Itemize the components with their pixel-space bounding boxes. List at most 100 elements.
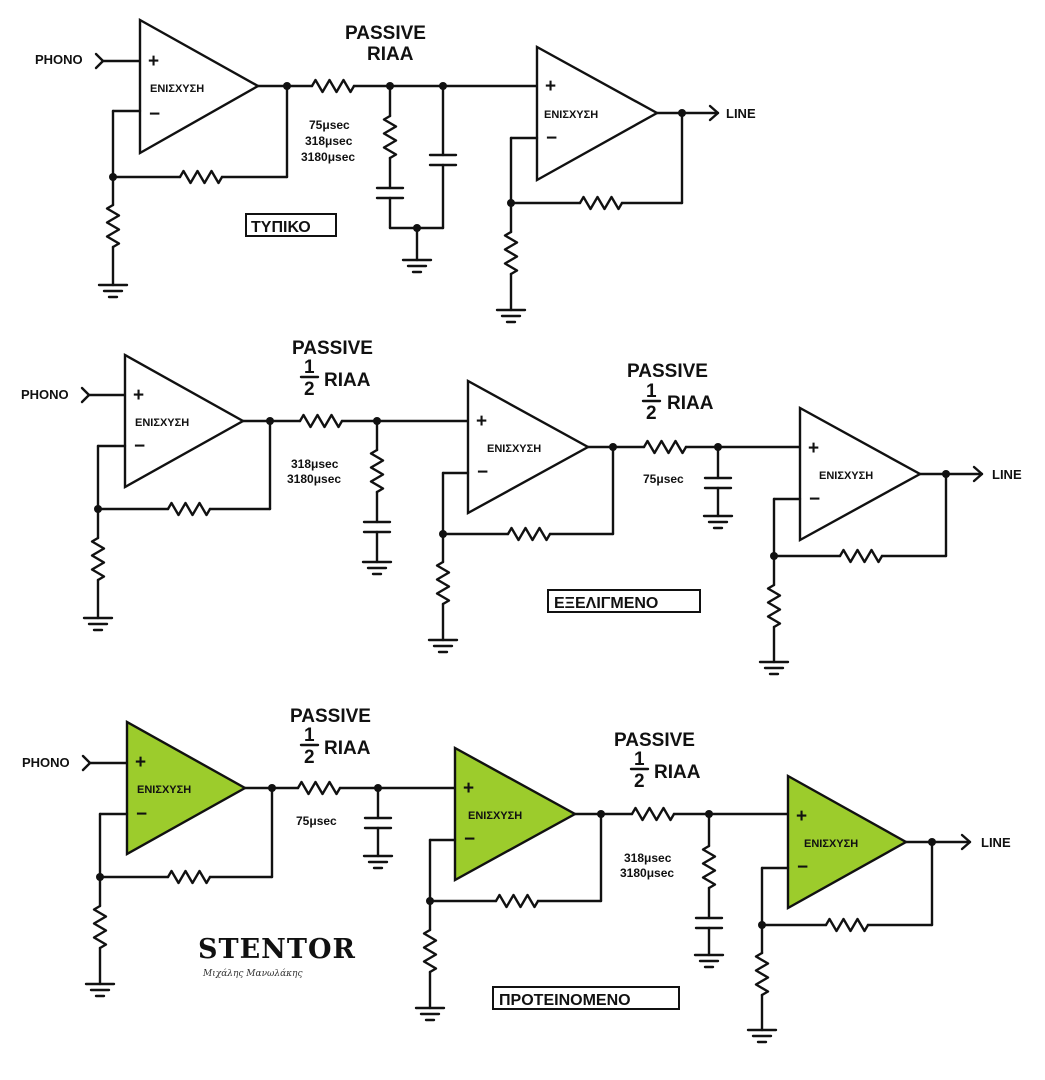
- section-title-proposed: ΠΡΟΤΕΙΝΟΜΕΝΟ: [499, 992, 631, 1009]
- plus-sign: +: [135, 752, 146, 773]
- fraction-numerator: 1: [304, 357, 315, 378]
- gain-resistor: [766, 583, 782, 629]
- amplifier-1: [125, 719, 248, 857]
- section-title-evolved: ΕΞΕΛΙΓΜΕΝΟ: [554, 595, 658, 612]
- gain-resistor: [92, 904, 108, 950]
- amp-label: ΕΝΙΣΧΥΣΗ: [137, 784, 191, 796]
- fraction-numerator: 1: [304, 725, 315, 746]
- junction-dot: [758, 921, 766, 929]
- phono-label: PHONO: [35, 52, 83, 67]
- amplifier-3: [786, 773, 909, 911]
- feedback-resistor: [578, 195, 624, 211]
- riaa-capacitor: [362, 520, 392, 534]
- minus-sign: −: [809, 489, 820, 510]
- feedback-resistor: [166, 501, 212, 517]
- ground-symbol: [495, 308, 527, 324]
- feedback-resistor: [506, 526, 552, 542]
- ground-symbol: [82, 616, 114, 632]
- time-constant-label: 75μsec: [296, 814, 337, 828]
- junction-dot: [439, 530, 447, 538]
- riaa-capacitor: [363, 816, 393, 830]
- riaa-capacitor: [375, 186, 405, 200]
- minus-sign: −: [136, 804, 147, 825]
- riaa-capacitor: [428, 153, 458, 167]
- amp-label: ΕΝΙΣΧΥΣΗ: [819, 470, 873, 482]
- junction-dot: [373, 417, 381, 425]
- junction-dot: [928, 838, 936, 846]
- gain-resistor: [422, 928, 438, 974]
- minus-sign: −: [464, 829, 475, 850]
- time-constant-label: 75μsec: [643, 472, 684, 486]
- riaa-label: RIAA: [654, 762, 701, 783]
- passive-label: PASSIVE: [290, 706, 371, 727]
- ground-symbol: [84, 982, 116, 998]
- fraction-denominator: 2: [646, 403, 657, 424]
- section-title-typical: ΤΥΠΙΚΟ: [251, 219, 311, 236]
- junction-dot: [507, 199, 515, 207]
- junction-dot: [426, 897, 434, 905]
- junction-dot: [942, 470, 950, 478]
- feedback-resistor: [178, 169, 224, 185]
- gain-resistor: [90, 536, 106, 582]
- line-output-arrow: [972, 465, 984, 483]
- minus-sign: −: [149, 104, 160, 125]
- passive-label: PASSIVE: [614, 730, 695, 751]
- title-box: [492, 986, 680, 1010]
- ground-symbol: [693, 953, 725, 969]
- amp-label: ΕΝΙΣΧΥΣΗ: [468, 810, 522, 822]
- amp-label: ΕΝΙΣΧΥΣΗ: [804, 838, 858, 850]
- circuit-evolved: PHONO + − ΕΝΙΣΧΥΣΗ PASSIVE 1 2 RIAA: [21, 338, 1022, 676]
- passive-label: PASSIVE: [345, 23, 426, 44]
- ground-symbol: [746, 1028, 778, 1044]
- circuit-typical: PHONO + − ΕΝΙΣΧΥΣΗ: [35, 17, 756, 324]
- riaa-series-resistor: [296, 780, 342, 796]
- minus-sign: −: [797, 857, 808, 878]
- feedback-resistor: [166, 869, 212, 885]
- author-signature: Μιχάλης Μανωλάκης: [202, 968, 303, 979]
- minus-sign: −: [477, 462, 488, 483]
- plus-sign: +: [463, 778, 474, 799]
- riaa-capacitor: [703, 476, 733, 490]
- junction-dot: [94, 505, 102, 513]
- ground-symbol: [361, 560, 393, 576]
- gain-resistor: [503, 230, 519, 276]
- junction-dot: [374, 784, 382, 792]
- junction-dot: [96, 873, 104, 881]
- junction-dot: [109, 173, 117, 181]
- ground-symbol: [401, 258, 433, 274]
- plus-sign: +: [133, 385, 144, 406]
- riaa-series-resistor: [630, 806, 676, 822]
- passive-label: PASSIVE: [292, 338, 373, 359]
- junction-dot: [678, 109, 686, 117]
- minus-sign: −: [546, 128, 557, 149]
- fraction-denominator: 2: [304, 747, 315, 768]
- circuit-proposed: PHONO + − ΕΝΙΣΧΥΣΗ PASSIVE 1 2 RIAA 75μs…: [22, 706, 1011, 1044]
- riaa-shunt-resistor: [382, 114, 398, 160]
- amplifier-2: [535, 44, 660, 183]
- line-label: LINE: [992, 467, 1022, 482]
- junction-dot: [266, 417, 274, 425]
- phono-label: PHONO: [21, 387, 69, 402]
- title-box: [245, 213, 337, 237]
- fraction-numerator: 1: [646, 381, 657, 402]
- junction-dot: [714, 443, 722, 451]
- ground-symbol: [362, 854, 394, 870]
- amp-label: ΕΝΙΣΧΥΣΗ: [135, 417, 189, 429]
- feedback-resistor: [494, 893, 540, 909]
- line-label: LINE: [726, 106, 756, 121]
- junction-dot: [386, 82, 394, 90]
- riaa-shunt-resistor: [701, 844, 717, 890]
- gain-resistor: [105, 203, 121, 249]
- amp-label: ΕΝΙΣΧΥΣΗ: [487, 443, 541, 455]
- riaa-series-resistor: [310, 78, 356, 94]
- stentor-logo: STENTOR: [198, 934, 356, 965]
- feedback-resistor: [838, 548, 884, 564]
- riaa-capacitor: [694, 916, 724, 930]
- junction-dot: [268, 784, 276, 792]
- riaa-label: RIAA: [324, 738, 371, 759]
- amp-label: ΕΝΙΣΧΥΣΗ: [544, 109, 598, 121]
- junction-dot: [439, 82, 447, 90]
- time-constant-label: 75μsec: [309, 118, 350, 132]
- line-label: LINE: [981, 835, 1011, 850]
